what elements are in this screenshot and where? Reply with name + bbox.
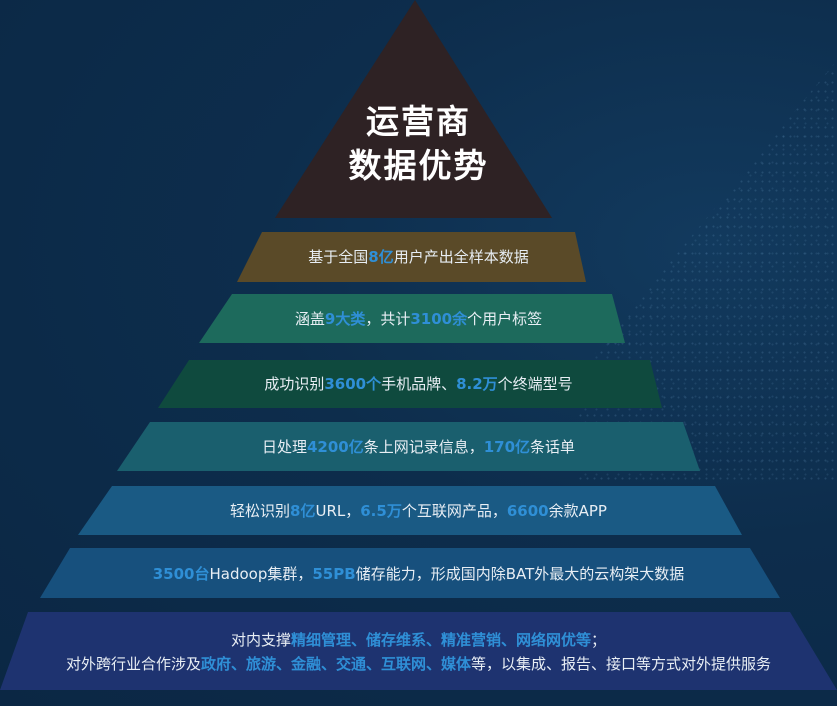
body-text: 储存能力，形成国内除BAT外最大的云构架大数据 bbox=[355, 565, 685, 583]
highlight-text: 3100余 bbox=[410, 310, 468, 328]
tier-3-text: 成功识别3600个手机品牌、8.2万个终端型号 bbox=[0, 374, 837, 394]
highlight-text: 170亿 bbox=[483, 438, 531, 456]
highlight-text: 8.2万 bbox=[456, 375, 498, 393]
highlight-text: 3600个 bbox=[324, 375, 382, 393]
highlight-text: 3500台 bbox=[152, 565, 210, 583]
body-text: Hadoop集群， bbox=[209, 565, 313, 583]
body-text: 等，以集成、报告、接口等方式对外提供服务 bbox=[471, 655, 772, 673]
body-text: ； bbox=[591, 631, 607, 649]
body-text: 涵盖 bbox=[294, 310, 325, 328]
body-text: 个终端型号 bbox=[497, 375, 573, 393]
body-text: 基于全国 bbox=[308, 248, 369, 266]
tier-7-shape bbox=[0, 612, 837, 690]
tier-7-text-line-1: 对内支撑精细管理、储存维系、精准营销、网络网优等； bbox=[0, 630, 837, 650]
tier-1-shape bbox=[237, 232, 586, 282]
highlight-text: 6600 bbox=[506, 502, 549, 520]
body-text: 个用户标签 bbox=[467, 310, 543, 328]
tier-2-text: 涵盖9大类，共计3100余个用户标签 bbox=[0, 309, 837, 329]
tier-4-shape bbox=[117, 422, 700, 471]
body-text: 手机品牌、 bbox=[381, 375, 457, 393]
title-line-1: 运营商 bbox=[366, 102, 471, 141]
body-text: 对内支撑 bbox=[230, 631, 291, 649]
tier-6-text: 3500台Hadoop集群，55PB储存能力，形成国内除BAT外最大的云构架大数… bbox=[0, 564, 837, 584]
body-text: 轻松识别 bbox=[230, 502, 291, 520]
highlight-text: 6.5万 bbox=[360, 502, 402, 520]
tier-3-shape bbox=[158, 360, 662, 408]
tier-4-text: 日处理4200亿条上网记录信息，170亿条话单 bbox=[0, 437, 837, 457]
title-line-2: 数据优势 bbox=[348, 146, 489, 185]
body-text: 成功识别 bbox=[264, 375, 325, 393]
tier-5-text: 轻松识别8亿URL，6.5万个互联网产品，6600余款APP bbox=[0, 501, 837, 521]
highlight-text: 4200亿 bbox=[306, 438, 364, 456]
highlight-text: 55PB bbox=[312, 565, 356, 583]
highlight-text: 8亿 bbox=[368, 248, 394, 266]
body-text: URL， bbox=[315, 502, 361, 520]
highlight-text: 精细管理、储存维系、精准营销、网络网优等 bbox=[290, 631, 591, 649]
body-text: 用户产出全样本数据 bbox=[393, 248, 529, 266]
highlight-text: 9大类 bbox=[324, 310, 366, 328]
body-text: 余款APP bbox=[548, 502, 607, 520]
body-text: 条上网记录信息， bbox=[363, 438, 484, 456]
apex-triangle bbox=[275, 0, 552, 218]
body-text: 条话单 bbox=[530, 438, 576, 456]
body-text: 个互联网产品， bbox=[401, 502, 507, 520]
body-text: 日处理 bbox=[261, 438, 307, 456]
tier-6-shape bbox=[40, 548, 780, 598]
tier-7-text-line-2: 对外跨行业合作涉及政府、旅游、金融、交通、互联网、媒体等，以集成、报告、接口等方… bbox=[0, 654, 837, 674]
tier-2-shape bbox=[199, 294, 625, 343]
body-text: ，共计 bbox=[365, 310, 411, 328]
body-text: 对外跨行业合作涉及 bbox=[65, 655, 201, 673]
tier-5-shape bbox=[78, 486, 742, 535]
highlight-text: 政府、旅游、金融、交通、互联网、媒体 bbox=[200, 655, 471, 673]
tier-1-text: 基于全国8亿用户产出全样本数据 bbox=[0, 247, 837, 267]
highlight-text: 8亿 bbox=[290, 502, 316, 520]
